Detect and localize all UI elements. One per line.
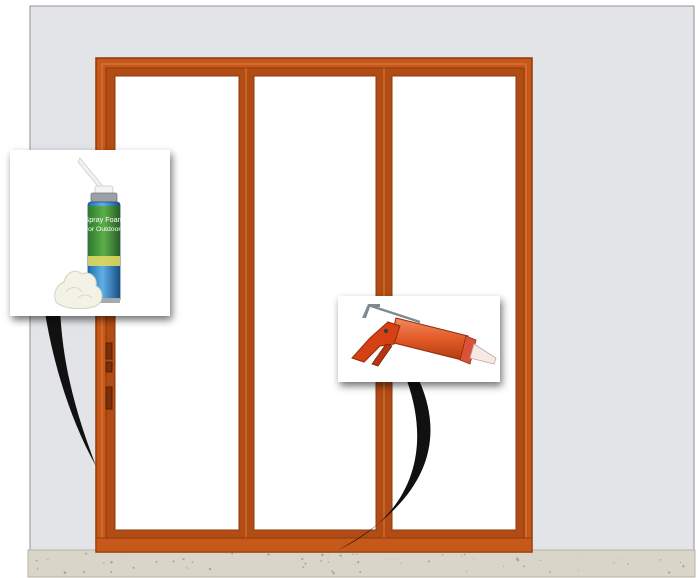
floor-speck (156, 561, 158, 563)
floor-speck (359, 571, 361, 573)
floor-speck (328, 554, 329, 555)
floor-speck (110, 561, 113, 564)
floor-speck (122, 556, 123, 557)
floor-speck (523, 566, 525, 568)
floor-speck (231, 553, 233, 555)
floor-speck (660, 559, 662, 561)
floor-speck (682, 565, 684, 567)
floor-speck (320, 560, 322, 562)
floor-speck (464, 554, 466, 556)
floor-speck (503, 566, 504, 567)
floor-speck (540, 560, 541, 561)
floor-speck (400, 563, 401, 564)
floor-speck (133, 567, 135, 569)
floor-speck (64, 571, 67, 574)
floor-speck (182, 558, 184, 560)
floor-speck (353, 554, 354, 555)
floor-speck (302, 566, 304, 568)
floor-speck (578, 556, 579, 557)
floor-speck (209, 568, 211, 570)
floor-speck (340, 554, 342, 556)
floor-speck (354, 564, 355, 565)
floor-speck (267, 553, 269, 555)
floor-speck (627, 563, 629, 565)
floor-speck (186, 567, 187, 568)
floor-speck (621, 558, 622, 559)
floor-speck (461, 555, 462, 556)
floor-speck (442, 554, 444, 556)
floor-speck (187, 568, 188, 569)
floor-speck (680, 562, 681, 563)
floor-speck (36, 560, 38, 562)
floor-speck (517, 559, 519, 561)
floor-speck (474, 558, 475, 559)
floor-speck (37, 568, 39, 570)
floor-speck (357, 561, 359, 563)
concrete-floor (28, 550, 695, 577)
floor-speck (301, 558, 303, 560)
floor-speck (84, 572, 85, 573)
floor-speck (332, 572, 334, 574)
floor-speck (578, 570, 579, 571)
floor-speck (356, 553, 357, 554)
floor-speck (391, 559, 392, 560)
floor-speck (613, 562, 614, 563)
floor-speck (466, 571, 467, 572)
floor-speck (428, 560, 430, 562)
floor-speck (110, 571, 112, 573)
spray-foam-label-line1: Spray Foam (84, 215, 123, 224)
floor-speck (331, 570, 333, 572)
floor-speck (549, 571, 551, 573)
floor-speck (328, 562, 329, 563)
floor-speck (321, 554, 324, 557)
floor-speck (47, 559, 48, 560)
caulking-gun-callout (338, 296, 500, 382)
floor-speck (173, 560, 175, 562)
floor-speck (103, 562, 105, 564)
floor-speck (668, 571, 670, 573)
floor-speck (192, 561, 194, 563)
spray-foam-label-line2: For Outdoors (84, 226, 125, 233)
floor-speck (86, 554, 87, 555)
spray-foam-callout: Spray Foam For Outdoors (10, 150, 170, 316)
floor-speck (304, 562, 306, 564)
